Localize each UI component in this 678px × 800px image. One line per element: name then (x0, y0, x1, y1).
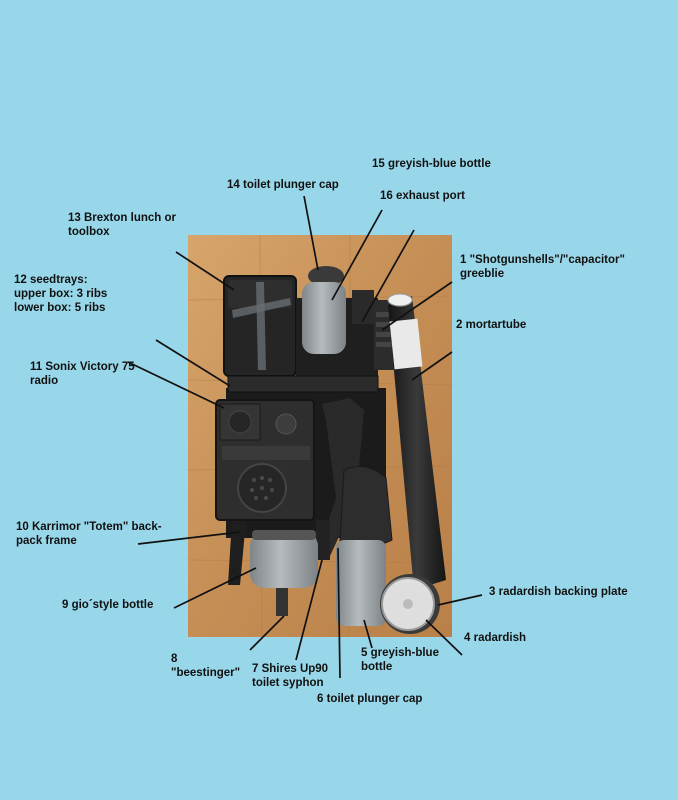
label-15: 15 greyish-blue bottle (372, 158, 491, 170)
label-13: 13 Brexton lunch or toolbox (68, 212, 176, 238)
leader-6 (337, 547, 341, 679)
label-14: 14 toilet plunger cap (227, 179, 339, 191)
gio-bottle-cap (252, 530, 316, 540)
toilet-syphon (318, 398, 364, 556)
label-8: 8 "beestinger" (171, 653, 241, 679)
leader-3 (437, 594, 483, 606)
leader-14 (303, 195, 319, 271)
greeblie-ridges (376, 312, 392, 347)
radio-dial (228, 410, 252, 434)
leader-10 (137, 531, 241, 545)
label-16: 16 exhaust port (380, 190, 465, 202)
mortartube-mouth (387, 293, 413, 307)
leader-1 (381, 281, 453, 331)
leader-12 (155, 339, 231, 387)
label-5: 5 greyish-blue bottle (361, 647, 439, 673)
speaker-holes (250, 476, 274, 500)
radio-buttons (222, 446, 310, 460)
leader-8 (249, 615, 285, 651)
mortartube-label (389, 318, 423, 370)
leader-4 (425, 619, 463, 656)
grey-bottle-top (302, 282, 346, 354)
syphon-stem (316, 520, 330, 560)
beestinger (276, 588, 288, 616)
label-11: 11 Sonix Victory 75 radio (30, 361, 135, 387)
label-9: 9 gio´style bottle (62, 599, 154, 611)
radardish-center (403, 599, 413, 609)
leader-15 (331, 209, 383, 301)
label-2: 2 mortartube (456, 319, 527, 331)
radio-knob (275, 413, 297, 435)
gio-bottle (250, 532, 318, 588)
exhaust-port (352, 290, 374, 324)
label-6: 6 toilet plunger cap (317, 693, 423, 705)
label-3: 3 radardish backing plate (489, 586, 628, 598)
frame-strap (228, 520, 246, 585)
leader-7 (295, 559, 323, 661)
label-1: 1 "Shotgunshells"/"capacitor" greeblie (460, 254, 625, 280)
mortartube (388, 296, 446, 590)
leader-16 (361, 229, 415, 323)
plunger-cap-top (308, 266, 344, 286)
label-7: 7 Shires Up90 toilet syphon (252, 663, 329, 689)
leader-2 (411, 351, 453, 381)
label-10: 10 Karrimor "Totem" back- pack frame (16, 521, 162, 547)
label-4: 4 radardish (464, 632, 526, 644)
label-12: 12 seedtrays: upper box: 3 ribs lower bo… (14, 274, 108, 314)
grey-bottle-lower (336, 540, 386, 626)
leader-11 (127, 361, 225, 409)
lunchbox-tape-cross (232, 298, 291, 318)
leader-9 (173, 567, 257, 609)
leader-13 (175, 251, 235, 291)
leader-5 (363, 619, 373, 649)
